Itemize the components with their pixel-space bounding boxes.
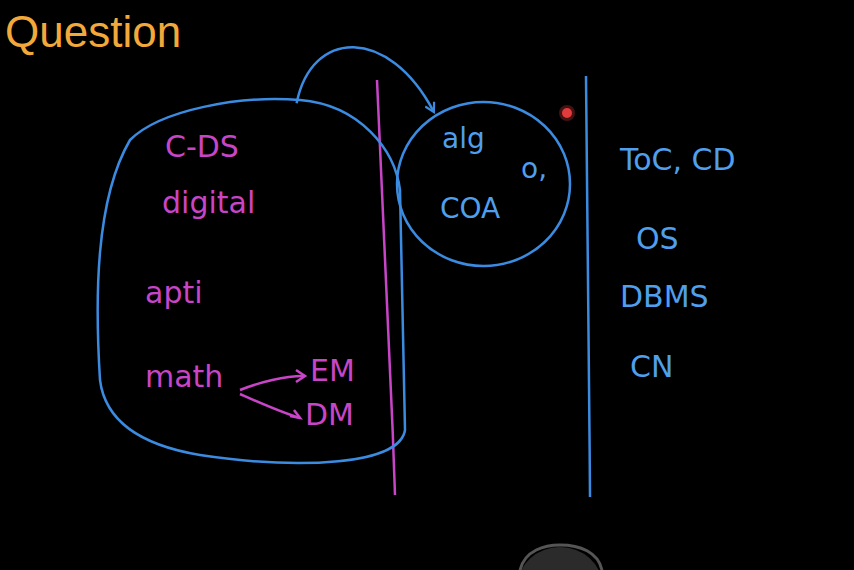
sub-arrow — [240, 394, 300, 418]
sub-arrow — [290, 410, 300, 418]
topic-text: math — [145, 362, 223, 392]
sub-arrow — [296, 370, 305, 382]
divider-line — [586, 76, 590, 497]
sub-arrow — [240, 376, 303, 390]
topic-circle: alg o, COA — [395, 100, 572, 268]
subject-text: DBMS — [620, 282, 709, 312]
topic-text: DM — [305, 400, 354, 430]
subject-text: OS — [636, 224, 679, 254]
topic-text: digital — [162, 188, 255, 218]
topic-text: COA — [440, 195, 500, 223]
topic-text: C-DS — [165, 132, 239, 162]
topic-group: C-DS digital apti math EM DM — [95, 90, 410, 470]
subject-text: ToC, CD — [620, 145, 736, 175]
topic-text: apti — [145, 278, 203, 308]
topic-text: EM — [310, 356, 355, 386]
topic-text: o, — [521, 155, 547, 183]
presenter-hair — [520, 545, 602, 570]
topic-text: alg — [442, 125, 485, 153]
laser-pointer — [559, 105, 575, 121]
node-outline — [95, 90, 410, 470]
slide-title: Question — [5, 10, 181, 54]
subject-text: CN — [630, 352, 673, 382]
